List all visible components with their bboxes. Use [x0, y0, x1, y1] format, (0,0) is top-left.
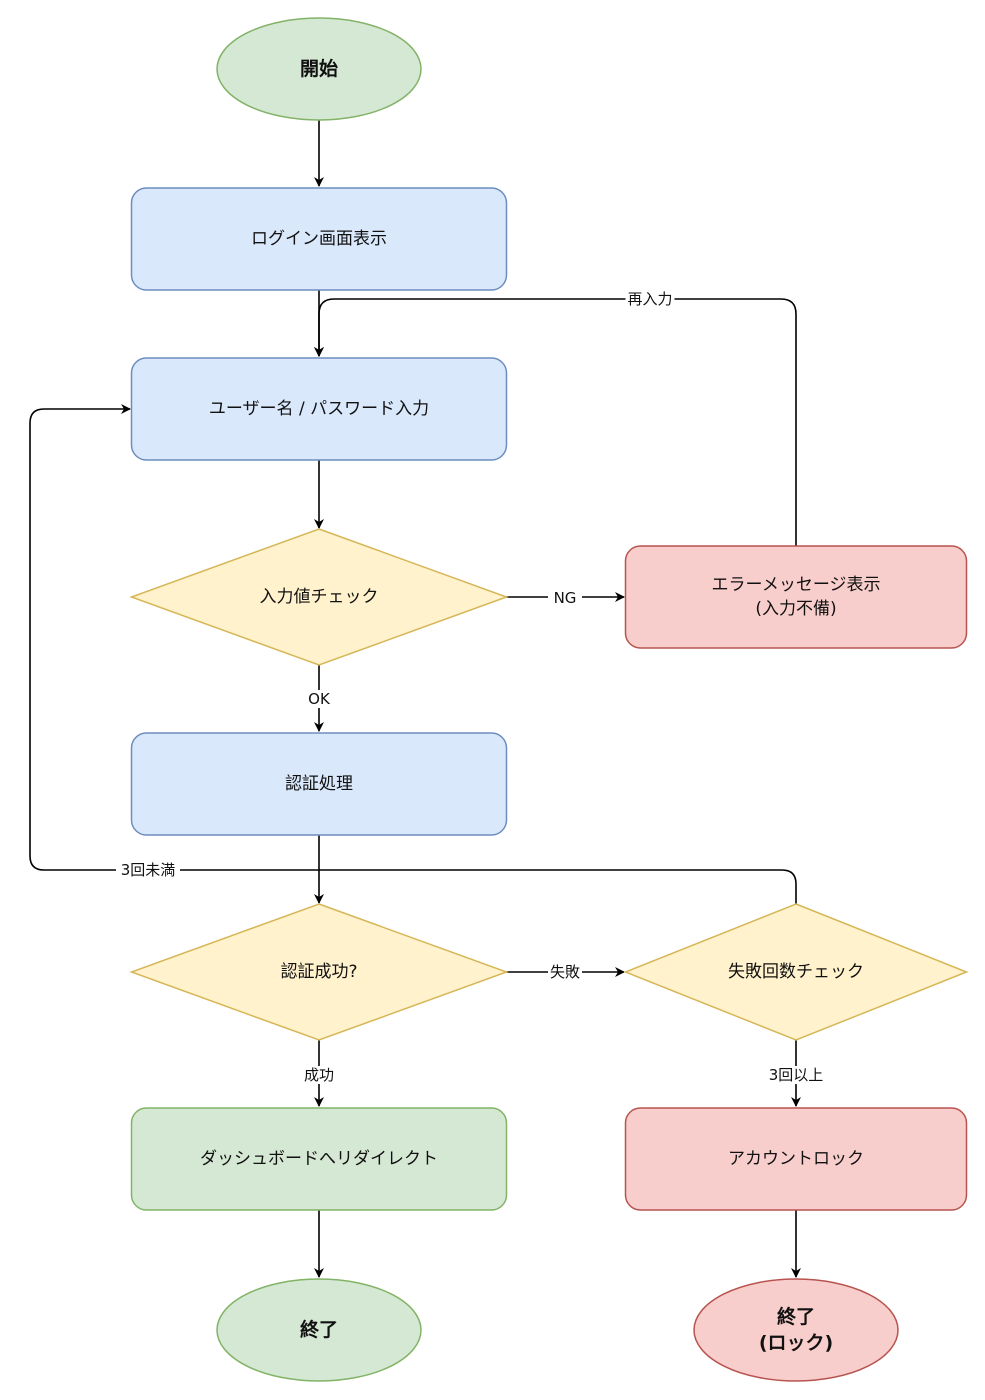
edge-label-background — [548, 963, 582, 981]
rounded-rect-shape — [624, 1107, 968, 1211]
node-end-lock: 終了 (ロック) — [693, 1278, 899, 1382]
node-error-message: エラーメッセージ表示 (入力不備) — [624, 545, 968, 649]
node-label: エラーメッセージ表示 — [712, 575, 881, 595]
node-label: (入力不備) — [755, 599, 836, 619]
edge-label-background — [625, 290, 675, 308]
node-label: 終了 — [777, 1305, 815, 1328]
node-label: ユーザー名 / パスワード入力 — [209, 399, 429, 419]
node-label: ログイン画面表示 — [251, 229, 387, 249]
node-label: アカウントロック — [728, 1149, 864, 1169]
edges-layer — [29, 120, 801, 1278]
edge-label-fail_count_check-to-account_lock: 3回以上 — [764, 1066, 828, 1084]
node-account-lock: アカウントロック — [624, 1107, 968, 1211]
edge-label-text: 失敗 — [550, 963, 580, 981]
edge-label-input_check-to-auth_process: OK — [302, 690, 336, 708]
edge-label-background — [764, 1066, 828, 1084]
edge-label-background — [302, 690, 336, 708]
node-label: (ロック) — [759, 1332, 833, 1354]
node-label: 認証成功? — [280, 962, 357, 982]
edge-error_message-to-credentials_input — [314, 298, 797, 546]
edge-label-text: 3回以上 — [769, 1066, 824, 1084]
edge-label-background — [116, 861, 180, 879]
node-login-screen: ログイン画面表示 — [130, 187, 508, 291]
edge-label-text: 再入力 — [627, 290, 672, 308]
node-end: 終了 — [216, 1278, 422, 1382]
diamond-shape — [129, 528, 509, 666]
ellipse-shape — [216, 17, 422, 121]
edge-fail_count_check-to-credentials_input — [29, 404, 797, 904]
diamond-shape — [623, 903, 969, 1041]
edge-label-background — [302, 1066, 336, 1084]
ellipse-shape — [693, 1278, 899, 1382]
node-start: 開始 — [216, 17, 422, 121]
edge-label-background — [548, 589, 582, 607]
node-label: 認証処理 — [285, 774, 353, 794]
edge-label-text: 3回未満 — [121, 861, 176, 879]
ellipse-shape — [216, 1278, 422, 1382]
edge-label-text: NG — [554, 589, 577, 607]
node-fail-count-check: 失敗回数チェック — [623, 903, 969, 1041]
rounded-rect-shape — [624, 545, 968, 649]
node-label: 終了 — [300, 1318, 338, 1341]
node-label: 失敗回数チェック — [728, 962, 864, 982]
edge-label-input_check-to-error_message: NG — [548, 589, 582, 607]
rounded-rect-shape — [130, 357, 508, 461]
node-credentials-input: ユーザー名 / パスワード入力 — [130, 357, 508, 461]
node-auth-process: 認証処理 — [130, 732, 508, 836]
edge-label-auth_success-to-dashboard_redirect: 成功 — [302, 1066, 336, 1084]
node-dashboard-redirect: ダッシュボードへリダイレクト — [130, 1107, 508, 1211]
node-label: ダッシュボードへリダイレクト — [200, 1149, 438, 1169]
edge-label-fail_count_check-to-credentials_input: 3回未満 — [116, 861, 180, 879]
node-label: 入力値チェック — [260, 587, 379, 607]
diamond-shape — [129, 903, 509, 1041]
rounded-rect-shape — [130, 1107, 508, 1211]
node-label: 開始 — [300, 57, 338, 80]
edge-label-text: OK — [308, 690, 331, 708]
rounded-rect-shape — [130, 187, 508, 291]
edge-label-auth_success-to-fail_count_check: 失敗 — [548, 963, 582, 981]
edge-label-text: 成功 — [304, 1066, 334, 1084]
rounded-rect-shape — [130, 732, 508, 836]
edge-label-error_message-to-credentials_input: 再入力 — [625, 290, 675, 308]
node-input-check: 入力値チェック — [129, 528, 509, 666]
node-auth-success: 認証成功? — [129, 903, 509, 1041]
